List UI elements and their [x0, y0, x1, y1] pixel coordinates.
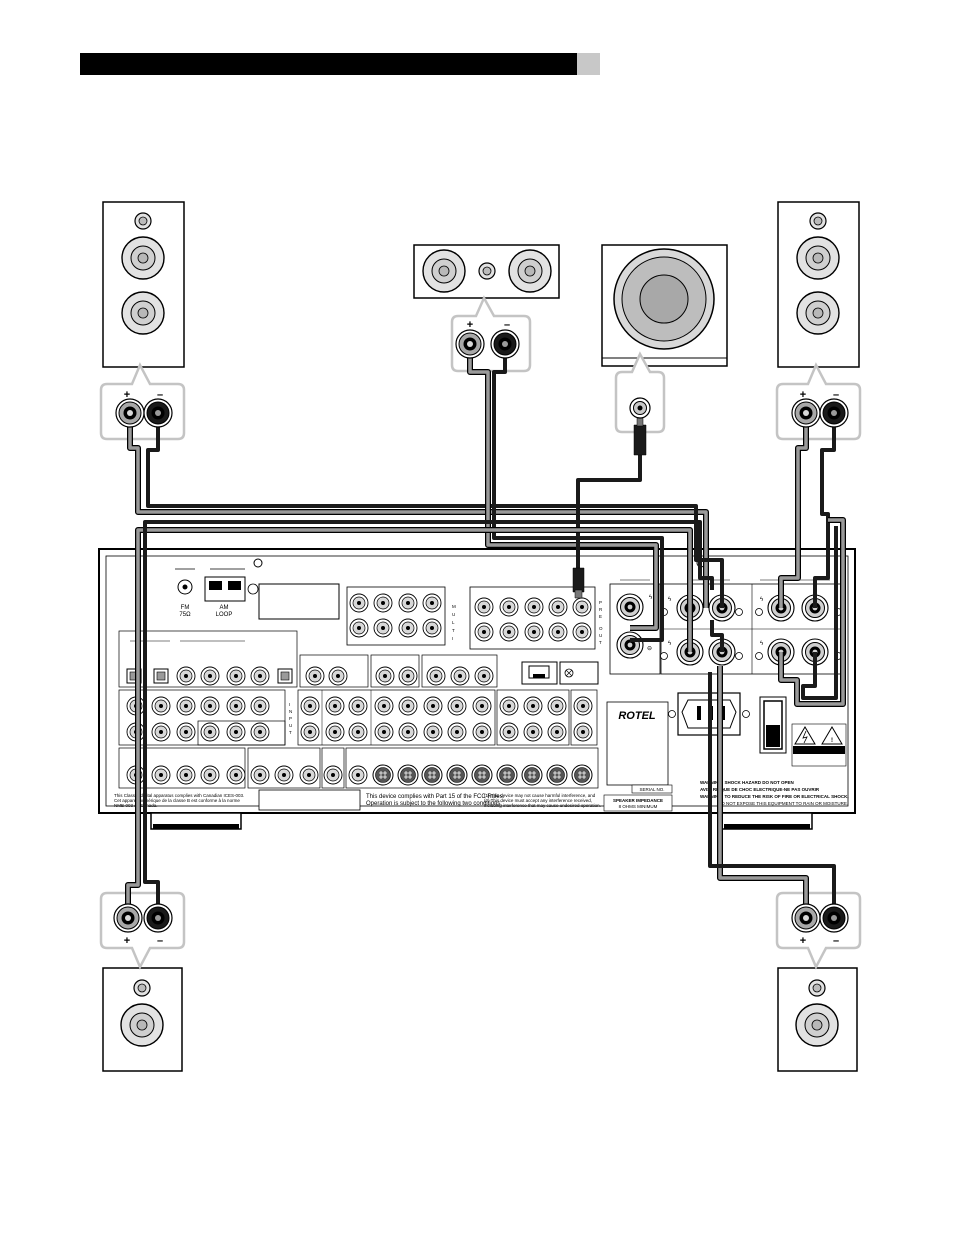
speaker-rear-right — [777, 967, 858, 1072]
svg-text:T: T — [289, 730, 292, 735]
svg-text:U: U — [289, 723, 292, 728]
callout-subwoofer — [614, 351, 666, 434]
terminal-minus-label: – — [157, 389, 163, 401]
terminal-plus-label: + — [800, 389, 806, 401]
subwoofer-input-jack — [629, 397, 651, 419]
warning-text-2: AVIS: RISQUE DE CHOC ELECTRIQUE-NE PAS O… — [700, 787, 820, 792]
terminal-minus-label: – — [157, 935, 163, 947]
serial-label: SERIAL NO. — [639, 787, 664, 792]
terminal-plus-label: + — [800, 935, 806, 947]
speaker-impedance-label: SPEAKER IMPEDANCE — [613, 798, 663, 803]
terminals-front-left: + – — [115, 389, 173, 428]
rotel-logo: ROTEL — [618, 710, 656, 722]
terminal-minus-label: – — [504, 319, 510, 331]
svg-text:U: U — [599, 633, 602, 638]
speaker-center — [413, 244, 560, 299]
multi-input-label: M — [452, 604, 456, 609]
terminals-front-right: + – — [791, 389, 849, 428]
fcc-notice-1: This device complies with Part 15 of the… — [366, 794, 505, 800]
svg-text:ϟ: ϟ — [760, 641, 764, 647]
fm-label: FM — [181, 605, 190, 611]
svg-text:ϟ: ϟ — [668, 641, 672, 647]
wiring — [125, 344, 846, 918]
svg-text:ϟ: ϟ — [668, 597, 672, 603]
speaker-rear-left — [102, 967, 183, 1072]
svg-text:P: P — [289, 716, 292, 721]
terminal-minus-label: – — [833, 389, 839, 401]
terminal-plus-label: + — [124, 935, 130, 947]
terminals-center: + – — [455, 319, 520, 359]
warning-text-3: WARNING: TO REDUCE THE RISK OF FIRE OR E… — [700, 794, 849, 799]
svg-text:75Ω: 75Ω — [179, 612, 191, 618]
svg-text:ϟ: ϟ — [760, 597, 764, 603]
am-label: AM — [220, 605, 229, 611]
svg-text:N: N — [289, 709, 292, 714]
svg-text:R: R — [599, 607, 603, 612]
svg-text:E: E — [599, 614, 602, 619]
terminals-rear-left: + – — [113, 903, 173, 947]
terminals-rear-right: + – — [791, 903, 849, 947]
fcc-notice-4: (2) This device must accept any interfer… — [484, 798, 592, 803]
svg-text:U: U — [452, 612, 455, 617]
receiver-rear-panel: FM 75Ω AM LOOP M U L T I P R E O U T — [98, 548, 856, 830]
fcc-notice-2: Operation is subject to the following tw… — [366, 801, 502, 807]
speaker-impedance-value: 8 OHMS MINIMUM — [619, 804, 658, 809]
terminal-plus-label: + — [467, 319, 473, 331]
page-header-bar — [80, 53, 600, 75]
subwoofer — [601, 244, 728, 367]
terminal-plus-label: + — [124, 389, 130, 401]
terminal-minus-label: – — [833, 935, 839, 947]
svg-text:!: ! — [831, 738, 833, 744]
warning-text-1: WARNING: SHOCK HAZARD DO NOT OPEN — [700, 780, 794, 785]
callout-rear-right — [775, 891, 862, 970]
svg-text:T: T — [452, 628, 455, 633]
speaker-front-left — [102, 201, 185, 368]
svg-text:T: T — [599, 640, 602, 645]
svg-text:⊖: ⊖ — [647, 646, 652, 652]
speaker-front-right — [777, 201, 860, 368]
svg-text:L: L — [452, 620, 455, 625]
fcc-notice-5: including interference that may cause un… — [484, 803, 601, 808]
class-b-notice-1: This Class B digital apparatus complies … — [114, 793, 244, 798]
svg-text:LOOP: LOOP — [216, 612, 233, 618]
callout-front-left — [99, 362, 186, 441]
callout-rear-left — [99, 891, 186, 970]
class-b-notice-2: Cet appareil numérique de la classe B es… — [114, 798, 240, 803]
pre-out-label: P — [599, 600, 602, 605]
svg-text:ϟ: ϟ — [649, 595, 653, 601]
warning-text-4: DO NOT EXPOSE THIS EQUIPMENT TO RAIN OR … — [718, 801, 848, 806]
fcc-notice-3: (1) This device may not cause harmful in… — [484, 793, 596, 798]
svg-text:I: I — [452, 636, 453, 641]
svg-text:O: O — [599, 626, 603, 631]
input-label: I — [289, 702, 290, 707]
callout-front-right — [775, 362, 862, 441]
